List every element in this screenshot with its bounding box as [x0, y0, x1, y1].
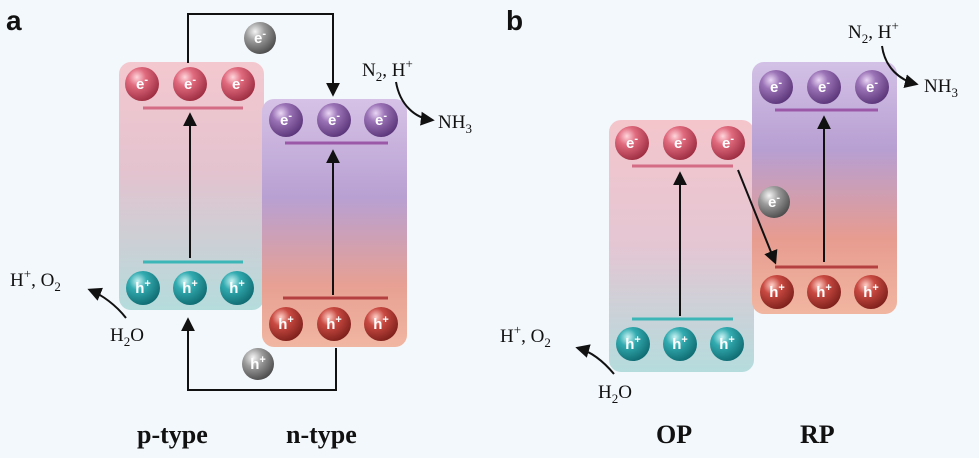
panel-a-oxidation-reactant: H2O — [110, 325, 144, 349]
svg-text:h+: h+ — [326, 314, 342, 333]
svg-text:e-: e- — [770, 77, 782, 96]
hole-particle — [616, 327, 650, 361]
op-holes: h+ h+ h+ — [616, 327, 744, 361]
panel-a-reduction-reactants: N2, H+ — [362, 56, 413, 84]
svg-text:h+: h+ — [229, 278, 245, 297]
svg-text:h+: h+ — [719, 334, 735, 353]
hole-particle — [220, 271, 254, 305]
svg-text:e-: e- — [280, 110, 292, 129]
electron-particle — [221, 67, 255, 101]
electron-particle — [711, 126, 745, 160]
svg-text:e-: e- — [674, 133, 686, 152]
p-type-band-box — [119, 62, 264, 310]
rp-electrons: e- e- e- — [759, 70, 889, 104]
hole-particle — [807, 275, 841, 309]
p-type-label: p-type — [137, 420, 208, 449]
svg-text:e-: e- — [375, 110, 387, 129]
panel-b-oxidation-product: H+, O2 — [500, 322, 551, 350]
hole-particle — [710, 327, 744, 361]
electron-particle — [855, 70, 889, 104]
electron-particle — [269, 103, 303, 137]
svg-text:e-: e- — [328, 110, 340, 129]
svg-text:h+: h+ — [135, 278, 151, 297]
hole-particle — [317, 307, 351, 341]
hole-particle — [663, 327, 697, 361]
oxidation-arrow — [87, 287, 127, 319]
op-band-box — [609, 120, 754, 372]
hole-particle — [760, 275, 794, 309]
reduction-arrow — [395, 81, 435, 126]
svg-text:h+: h+ — [373, 314, 389, 333]
panel-a-letter: a — [6, 5, 22, 36]
migrating-electron — [758, 186, 790, 218]
oxidation-arrow — [575, 344, 615, 375]
hole-particle — [854, 275, 888, 309]
hole-particle — [364, 307, 398, 341]
svg-text:e-: e- — [866, 77, 878, 96]
panel-a-reduction-product: NH3 — [438, 112, 472, 136]
svg-text:e-: e- — [722, 133, 734, 152]
electron-particle — [807, 70, 841, 104]
n-type-holes: h+ h+ h+ — [269, 307, 398, 341]
hole-particle — [173, 271, 207, 305]
op-label: OP — [656, 420, 692, 449]
hole-particle — [269, 307, 303, 341]
n-type-label: n-type — [286, 420, 357, 449]
svg-text:e-: e- — [818, 77, 830, 96]
svg-text:e-: e- — [768, 192, 780, 211]
svg-text:e-: e- — [136, 74, 148, 93]
electron-particle — [615, 126, 649, 160]
p-type-holes: h+ h+ h+ — [126, 271, 254, 305]
electron-particle — [364, 103, 398, 137]
electron-particle — [759, 70, 793, 104]
electron-transfer-arrow — [187, 13, 340, 97]
electron-particle — [663, 126, 697, 160]
migrating-electron — [244, 22, 276, 54]
panel-b-reduction-product: NH3 — [924, 76, 958, 100]
svg-text:e-: e- — [626, 133, 638, 152]
n-type-electrons: e- e- e- — [269, 103, 398, 137]
panel-b-oxidation-reactant: H2O — [598, 382, 632, 406]
rp-label: RP — [800, 420, 835, 449]
svg-text:e-: e- — [184, 74, 196, 93]
panel-b-reduction-reactants: N2, H+ — [848, 18, 899, 46]
svg-text:h+: h+ — [863, 282, 879, 301]
svg-text:h+: h+ — [816, 282, 832, 301]
electron-particle — [125, 67, 159, 101]
electron-particle — [317, 103, 351, 137]
reduction-arrow — [881, 45, 919, 89]
migrating-hole — [242, 348, 274, 380]
panel-b-letter: b — [506, 5, 523, 36]
svg-text:h+: h+ — [182, 278, 198, 297]
svg-text:h+: h+ — [672, 334, 688, 353]
svg-text:h+: h+ — [625, 334, 641, 353]
n-type-band-box — [262, 99, 407, 347]
svg-text:e-: e- — [254, 28, 266, 47]
z-scheme-transfer-arrow — [737, 169, 778, 265]
electron-particle — [173, 67, 207, 101]
p-type-electrons: e- e- e- — [125, 67, 255, 101]
svg-text:h+: h+ — [250, 354, 266, 373]
svg-text:h+: h+ — [278, 314, 294, 333]
rp-holes: h+ h+ h+ — [760, 275, 888, 309]
hole-particle — [126, 271, 160, 305]
svg-text:h+: h+ — [769, 282, 785, 301]
hole-transfer-arrow — [181, 317, 337, 391]
svg-text:e-: e- — [232, 74, 244, 93]
panel-a-oxidation-product: H+, O2 — [10, 266, 61, 294]
op-electrons: e- e- e- — [615, 126, 745, 160]
